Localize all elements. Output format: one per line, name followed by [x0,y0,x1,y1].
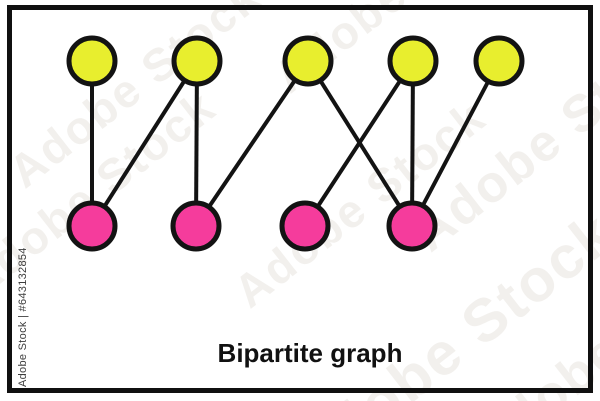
graph-edge-u4-v4 [410,60,415,227]
caption-title: Bipartite graph [217,338,403,368]
image-frame [7,5,593,393]
stock-id-watermark: Adobe Stock | #643132854 [17,247,29,387]
graph-edge-u5-v4 [410,60,501,227]
graph-node-v1 [66,200,118,252]
graph-edge-u3-v2 [194,59,310,228]
graph-node-u4 [387,35,439,87]
graph-node-u5 [473,35,525,87]
graph-node-v2 [170,200,222,252]
graph-edge-u2-v1 [90,59,199,228]
graph-node-v4 [386,200,438,252]
graph-node-u1 [66,35,118,87]
graph-node-u3 [282,35,334,87]
graph-edge-u4-v3 [303,59,415,228]
graph-node-v3 [279,200,331,252]
graph-node-u2 [171,35,223,87]
graph-edge-u2-v2 [194,60,199,227]
